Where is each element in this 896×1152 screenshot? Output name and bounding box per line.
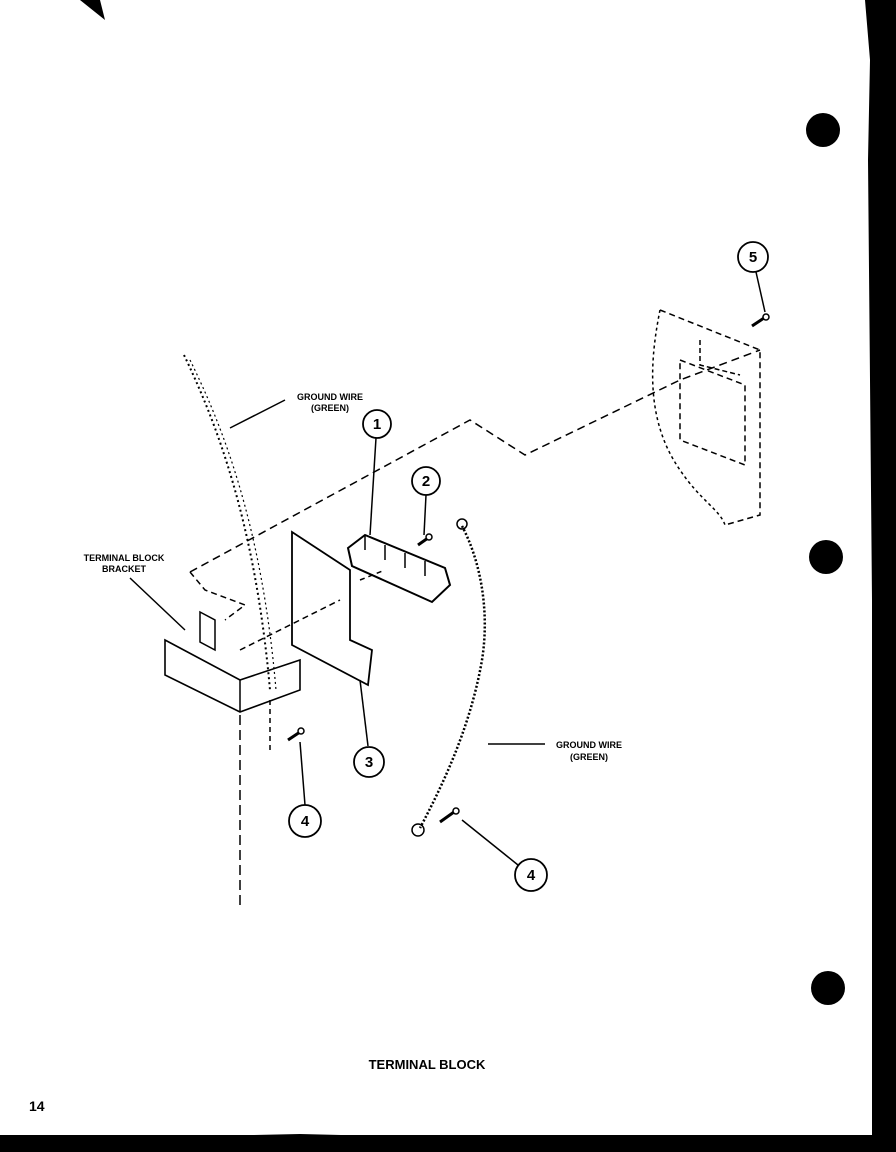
rear-panel-outline xyxy=(659,309,761,526)
screw-5-icon xyxy=(751,313,770,328)
callout-2-number: 2 xyxy=(422,473,430,490)
callout-2-circle xyxy=(411,466,441,496)
callout-5-number: 5 xyxy=(749,249,757,266)
screw-2-icon xyxy=(417,533,433,547)
callout-4-left-leader xyxy=(299,741,306,806)
callout-4-right-number: 4 xyxy=(527,867,536,884)
bottom-edge xyxy=(0,1134,872,1152)
callout-1-circle xyxy=(362,409,392,439)
callout-1-leader xyxy=(369,437,377,536)
ground-wire-ring-terminal-bottom xyxy=(411,823,425,837)
ground-wire-route-dashed xyxy=(189,349,761,573)
screw-4-right-icon xyxy=(439,807,460,824)
callout-4-left-circle xyxy=(288,804,322,838)
terminal-block-bracket-label-line2: BRACKET xyxy=(102,564,147,574)
page-number: 14 xyxy=(29,1098,45,1114)
cabinet-edge-outline-inner xyxy=(189,359,277,691)
callout-5-circle xyxy=(737,241,769,273)
rear-panel-curve xyxy=(651,309,726,526)
ground-wire-green xyxy=(418,525,487,829)
paper xyxy=(0,0,872,1135)
bracket-alignment-line xyxy=(189,571,247,621)
callout-3-leader xyxy=(359,679,369,747)
binder-hole-bottom xyxy=(811,971,845,1005)
callout-4-right-circle xyxy=(514,858,548,892)
callout-3-number: 3 xyxy=(365,754,373,771)
binder-hole-top xyxy=(806,113,840,147)
plate-alignment-line xyxy=(239,599,341,651)
callout-5-leader xyxy=(755,271,766,313)
ground-wire-bottom-label-line1: GROUND WIRE xyxy=(556,740,622,750)
callout-3-circle xyxy=(353,746,385,778)
callout-1-number: 1 xyxy=(373,416,381,433)
callout-4-left-number: 4 xyxy=(301,813,310,830)
rear-panel-opening xyxy=(679,358,746,467)
ground-wire-ring-terminal-top xyxy=(456,518,468,530)
cabinet-edge-outline xyxy=(183,354,271,691)
screw-4-left-icon xyxy=(287,727,305,742)
terminal-block-bracket-tab xyxy=(199,610,216,652)
callout-4-right-leader xyxy=(461,819,519,866)
paper-tear xyxy=(80,0,105,20)
terminal-block-dividers xyxy=(364,535,426,576)
ground-wire-top-leader xyxy=(229,399,286,429)
ground-wire-top-label-line2: (GREEN) xyxy=(311,403,349,413)
ground-wire-bottom-label-line2: (GREEN) xyxy=(570,752,608,762)
rear-panel-tab xyxy=(699,340,741,376)
callout-2-leader xyxy=(423,494,427,536)
binder-hole-middle xyxy=(809,540,843,574)
mounting-plate xyxy=(291,530,373,687)
ground-wire-top-label-line1: GROUND WIRE xyxy=(297,392,363,402)
diagram-title: TERMINAL BLOCK xyxy=(369,1057,486,1072)
terminal-block-bracket-label-line1: TERMINAL BLOCK xyxy=(84,553,165,563)
bracket-leader xyxy=(129,577,186,631)
